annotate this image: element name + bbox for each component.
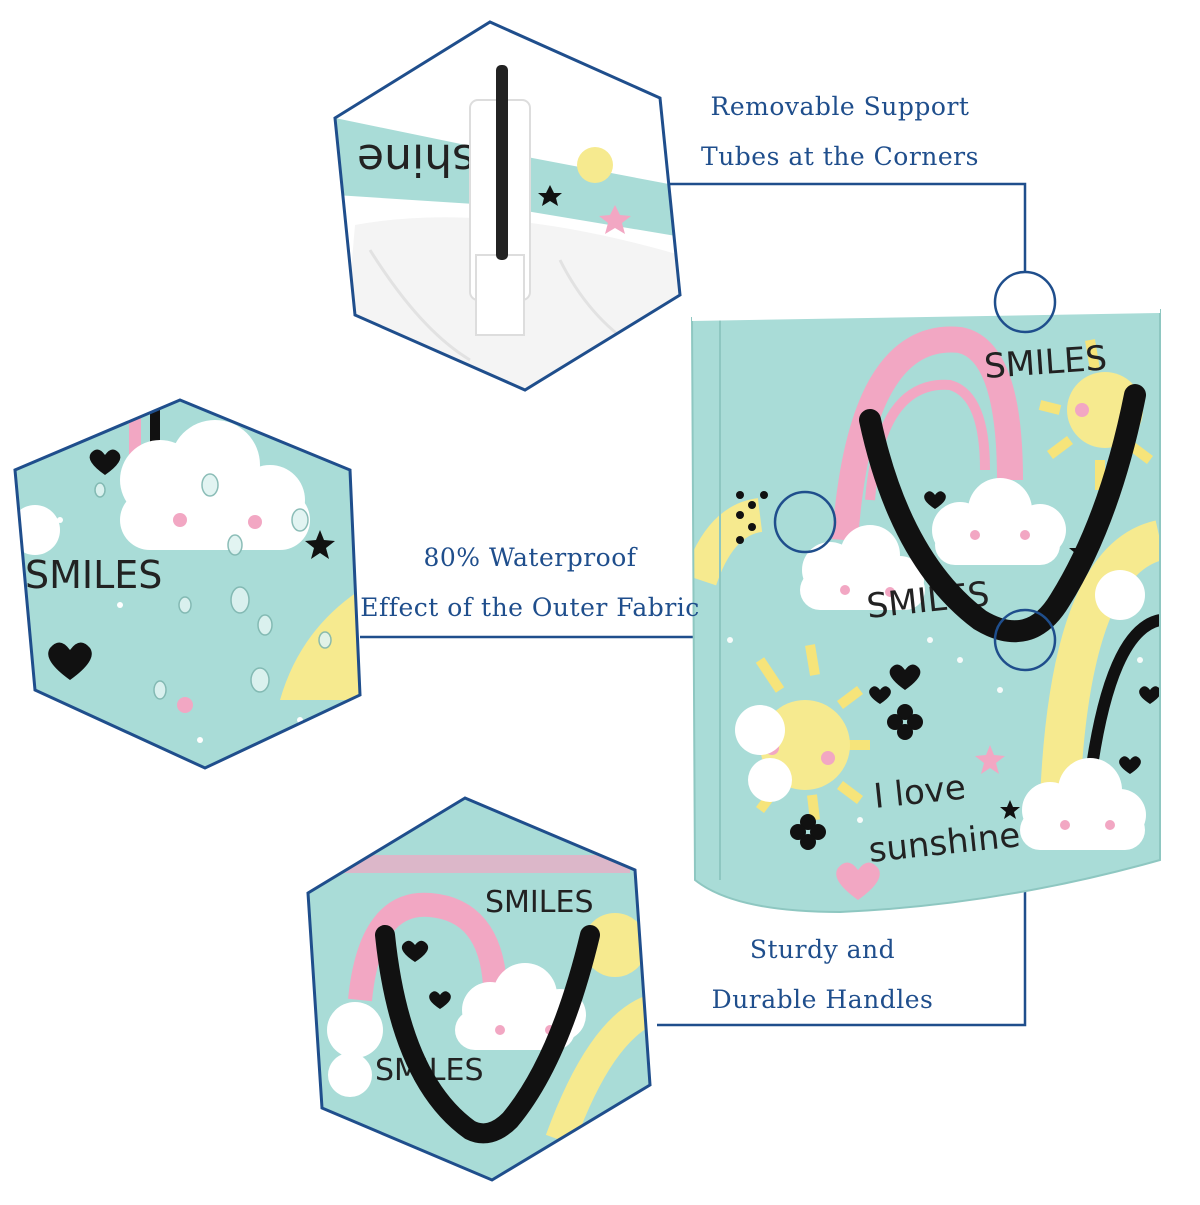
callout-circle-waterproof	[773, 490, 837, 554]
callout-handles: Sturdy and Durable Handles	[700, 925, 945, 1025]
heart-icon	[869, 491, 1160, 774]
detail-waterproof-fabric: SMILES	[13, 398, 362, 770]
callout-circle-handles	[993, 608, 1057, 672]
callout-handles-line2: Durable Handles	[711, 985, 934, 1014]
callout-handles-line1: Sturdy and	[749, 935, 896, 964]
callout-waterproof-line2: Effect of the Outer Fabric	[360, 593, 700, 622]
connector-support	[670, 182, 1027, 272]
callout-circle-support	[993, 270, 1057, 334]
callout-support-tubes-line1: Removable Support	[710, 92, 970, 121]
callout-waterproof-line1: 80% Waterproof	[423, 543, 637, 572]
laundry-basket: SMILES SMILES I love sunshine	[690, 270, 1161, 914]
callout-support-tubes: Removable Support Tubes at the Corners	[690, 82, 990, 182]
print-smiles-handle-top: SMILES	[485, 885, 594, 920]
cloud-icon	[735, 478, 1146, 850]
rainbow-icon	[692, 326, 1160, 801]
callout-waterproof: 80% Waterproof Effect of the Outer Fabri…	[355, 533, 705, 633]
print-smiles-detail: SMILES	[25, 553, 162, 597]
callout-support-tubes-line2: Tubes at the Corners	[701, 142, 979, 171]
flower-icon	[790, 704, 923, 850]
detail-support-tube: shine	[333, 20, 682, 392]
print-shine-flipped: shine	[357, 134, 475, 185]
print-i-love: I love	[872, 768, 968, 817]
detail-handles: SMILES SMILES	[306, 796, 652, 1182]
print-smiles-top: SMILES	[983, 338, 1108, 386]
handle	[859, 384, 1146, 643]
